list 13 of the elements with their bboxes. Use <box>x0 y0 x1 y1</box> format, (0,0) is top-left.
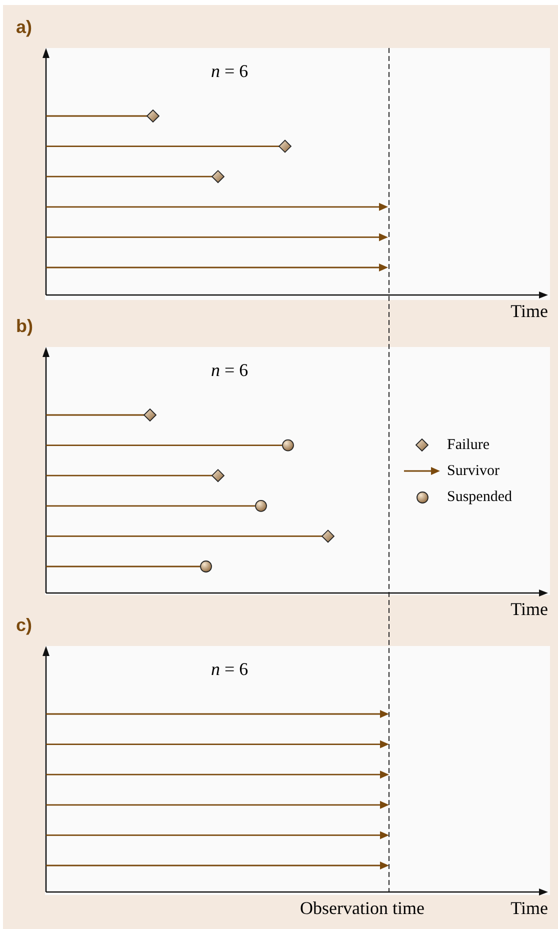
panel-label: c) <box>16 616 32 634</box>
sample-size: n = 6 <box>211 658 248 680</box>
panel-label: b) <box>16 317 33 335</box>
sample-size: n = 6 <box>211 60 248 82</box>
panel-label: a) <box>16 18 32 36</box>
legend-label: Survivor <box>447 462 500 481</box>
axis-label: Time <box>510 598 548 620</box>
axis-label: Time <box>510 897 548 920</box>
axis-label: Time <box>510 300 548 322</box>
legend-label: Failure <box>447 436 490 455</box>
axis-label: Observation time <box>300 897 424 920</box>
legend-label: Suspended <box>447 488 512 507</box>
sample-size: n = 6 <box>211 359 248 382</box>
